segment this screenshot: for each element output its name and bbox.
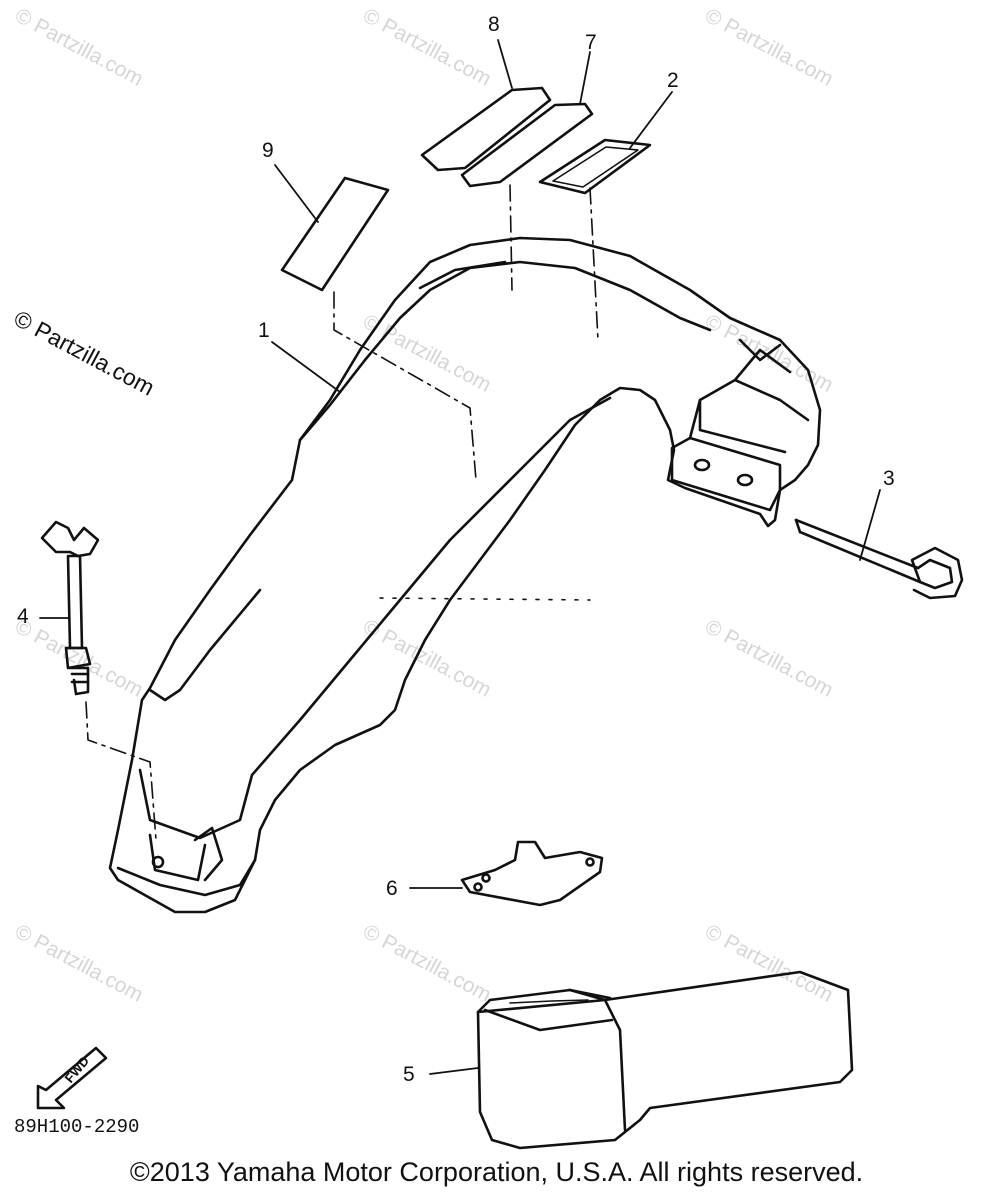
decal-part-8 [420, 86, 552, 172]
forward-arrow-icon [36, 1046, 108, 1110]
callout-9: 9 [262, 139, 274, 162]
callout-4: 4 [17, 605, 29, 628]
callout-7: 7 [585, 31, 597, 54]
callout-6: 6 [386, 877, 398, 900]
drawing-code: 89H100-2290 [14, 1116, 140, 1138]
callout-5: 5 [403, 1063, 415, 1086]
callout-3: 3 [883, 467, 895, 490]
bolt-part-4 [40, 520, 100, 696]
pad-part-5 [476, 970, 854, 1150]
rod-part-3 [794, 518, 964, 600]
decal-part-9 [280, 176, 390, 292]
assembly-lines [85, 184, 599, 841]
callout-2: 2 [667, 69, 679, 92]
callout-8: 8 [488, 13, 500, 36]
leader-lines [39, 39, 881, 1075]
decal-part-7 [460, 102, 594, 188]
bracket-part-6 [460, 840, 604, 907]
copyright-notice: ©2013 Yamaha Motor Corporation, U.S.A. A… [129, 1157, 864, 1187]
callout-1: 1 [258, 319, 270, 342]
fender-part [108, 236, 822, 914]
plate-part-2 [538, 138, 652, 195]
